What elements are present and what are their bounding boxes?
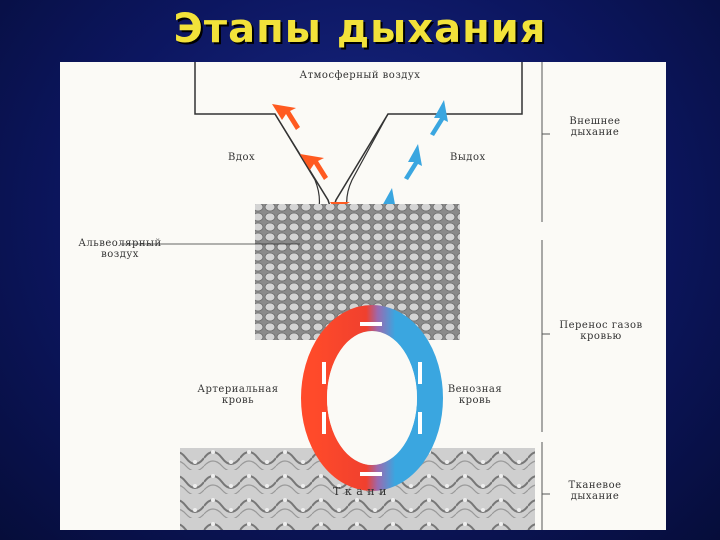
stage-transport-line-2: кровью bbox=[580, 331, 622, 342]
stage-external-label: Внешнее дыхание bbox=[554, 116, 636, 138]
slide-title: Этапы дыхания bbox=[173, 6, 547, 52]
stage-tissue-line-2: дыхание bbox=[570, 491, 620, 502]
ring-direction-marks bbox=[322, 322, 422, 476]
alveolar-air-line-1: Альвеолярный bbox=[78, 238, 162, 249]
respiration-diagram bbox=[120, 62, 550, 530]
arterial-blood-line-1: Артериальная bbox=[197, 384, 279, 395]
inhale-label: Вдох bbox=[228, 152, 256, 163]
alveolar-air-line-2: воздух bbox=[101, 249, 139, 260]
atmosphere-funnel bbox=[194, 62, 523, 215]
exhale-label: Выдох bbox=[450, 152, 486, 163]
atmospheric-air-label: Атмосферный воздух bbox=[299, 70, 421, 81]
stage-external-line-1: Внешнее bbox=[569, 116, 621, 127]
stage-brackets bbox=[541, 62, 550, 530]
blood-circulation-ring bbox=[301, 305, 443, 491]
tissues-label: Т к а н и bbox=[333, 485, 387, 498]
diagram-panel: Атмосферный воздух Вдох Выдох Альвеолярн… bbox=[60, 62, 666, 530]
alveolar-air-label: Альвеолярный воздух bbox=[60, 238, 180, 260]
arterial-blood-line-2: кровь bbox=[221, 395, 255, 406]
venous-blood-label: Венозная кровь bbox=[430, 384, 520, 406]
stage-transport-label: Перенос газов кровью bbox=[554, 320, 648, 342]
venous-blood-line-2: кровь bbox=[458, 395, 492, 406]
stage-tissue-line-1: Тканевое bbox=[568, 480, 622, 491]
arterial-blood-label: Артериальная кровь bbox=[178, 384, 298, 406]
stage-external-line-2: дыхание bbox=[570, 127, 620, 138]
venous-blood-line-1: Венозная bbox=[447, 384, 503, 395]
stage-tissue-label: Тканевое дыхание bbox=[554, 480, 636, 502]
stage-transport-line-1: Перенос газов bbox=[559, 320, 643, 331]
